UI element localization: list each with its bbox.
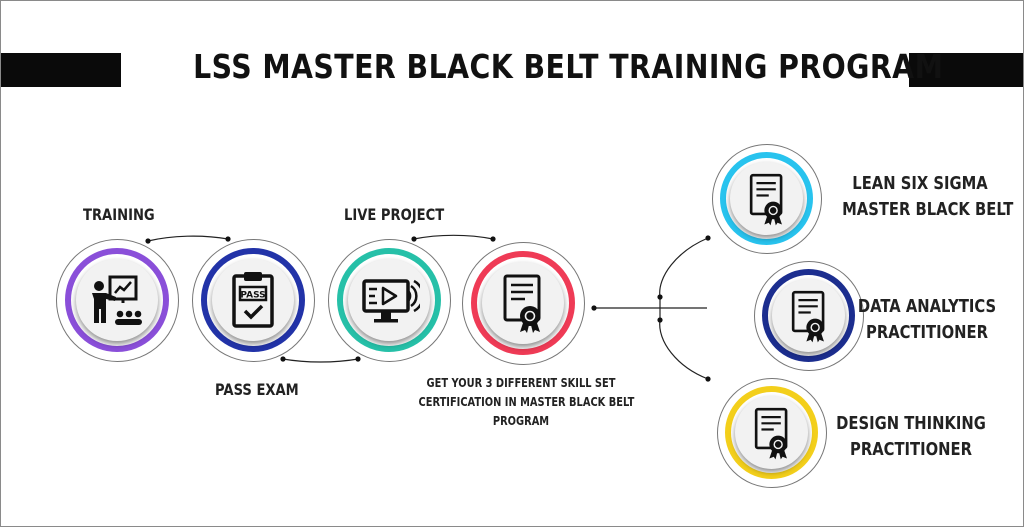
cert-label-line-2: MASTER BLACK BELT [842, 199, 1014, 220]
connector-arc-training-exam [147, 235, 229, 242]
connector-dot [591, 305, 597, 311]
step-label-training: TRAINING [83, 205, 155, 224]
cert-core-design-thinking [735, 396, 808, 469]
step-label-live-project: LIVE PROJECT [344, 205, 445, 224]
connector-arc-project-cert [413, 234, 494, 240]
step-ring-training [65, 248, 169, 352]
step-core-certificate [482, 262, 564, 344]
connector-dot [225, 236, 231, 242]
step-core-pass-exam: PASS [212, 259, 294, 341]
cert-ring-design-thinking [725, 386, 818, 479]
connector-dot [705, 376, 711, 382]
cert-circle-design-thinking [717, 378, 827, 488]
cert-ring-lean-six-sigma [720, 152, 813, 245]
branch-arc-top [659, 237, 709, 298]
cta-line-1: GET YOUR 3 DIFFERENT SKILL SET [426, 376, 616, 390]
certificate-icon [749, 173, 782, 225]
monitor-play-icon [362, 279, 420, 323]
cta-text: GET YOUR 3 DIFFERENT SKILL SET CERTIFICA… [418, 374, 635, 431]
cert-circle-data-analytics [754, 261, 864, 371]
cta-line-2: CERTIFICATION IN MASTER BLACK BELT [418, 395, 635, 409]
connector-dot [657, 294, 663, 300]
cert-label-design-thinking: DESIGN THINKING PRACTITIONER [833, 411, 989, 463]
step-circle-live-project [328, 239, 451, 362]
cert-core-data-analytics [772, 279, 845, 352]
step-circle-pass-exam: PASS [192, 239, 315, 362]
connector-dot [411, 236, 417, 242]
step-ring-certificate [471, 251, 575, 355]
connector-dot [490, 236, 496, 242]
step-circle-certificate [462, 242, 585, 365]
connector-dot [355, 356, 361, 362]
connector-arc-exam-project [282, 358, 359, 363]
step-core-live-project [348, 259, 430, 341]
step-ring-pass-exam [201, 248, 305, 352]
page-title: LSS MASTER BLACK BELT TRAINING PROGRAM [193, 47, 944, 86]
cert-label-data-analytics: DATA ANALYTICS PRACTITIONER [849, 294, 1005, 346]
title-bar-right [909, 53, 1023, 87]
cert-label-line-2: PRACTITIONER [850, 439, 972, 460]
cert-ring-data-analytics [762, 269, 855, 362]
step-label-pass-exam: PASS EXAM [215, 380, 299, 399]
certificate-icon [791, 290, 824, 342]
cta-line-3: PROGRAM [492, 414, 550, 428]
connector-dot [657, 317, 663, 323]
cert-label-line-1: DATA ANALYTICS [857, 296, 997, 317]
step-ring-live-project [337, 248, 441, 352]
cert-circle-lean-six-sigma [712, 144, 822, 254]
certificate-icon [503, 274, 541, 333]
cert-label-line-1: LEAN SIX SIGMA [852, 173, 988, 194]
branch-arc-bottom [659, 319, 709, 380]
connector-dot [280, 356, 286, 362]
certificate-icon [754, 407, 787, 459]
step-core-training [76, 259, 158, 341]
cert-label-line-1: DESIGN THINKING [836, 413, 986, 434]
cert-label-line-2: PRACTITIONER [866, 322, 988, 343]
pass-clipboard-icon: PASS [232, 272, 274, 328]
pass-badge-text: PASS [240, 291, 265, 301]
step-circle-training [56, 239, 179, 362]
connector-dot [705, 235, 711, 241]
presenter-icon [92, 275, 142, 325]
connector-dot [145, 238, 151, 244]
cert-core-lean-six-sigma [730, 162, 803, 235]
cert-label-lean-six-sigma: LEAN SIX SIGMA MASTER BLACK BELT [842, 171, 1014, 223]
title-bar-left [1, 53, 121, 87]
